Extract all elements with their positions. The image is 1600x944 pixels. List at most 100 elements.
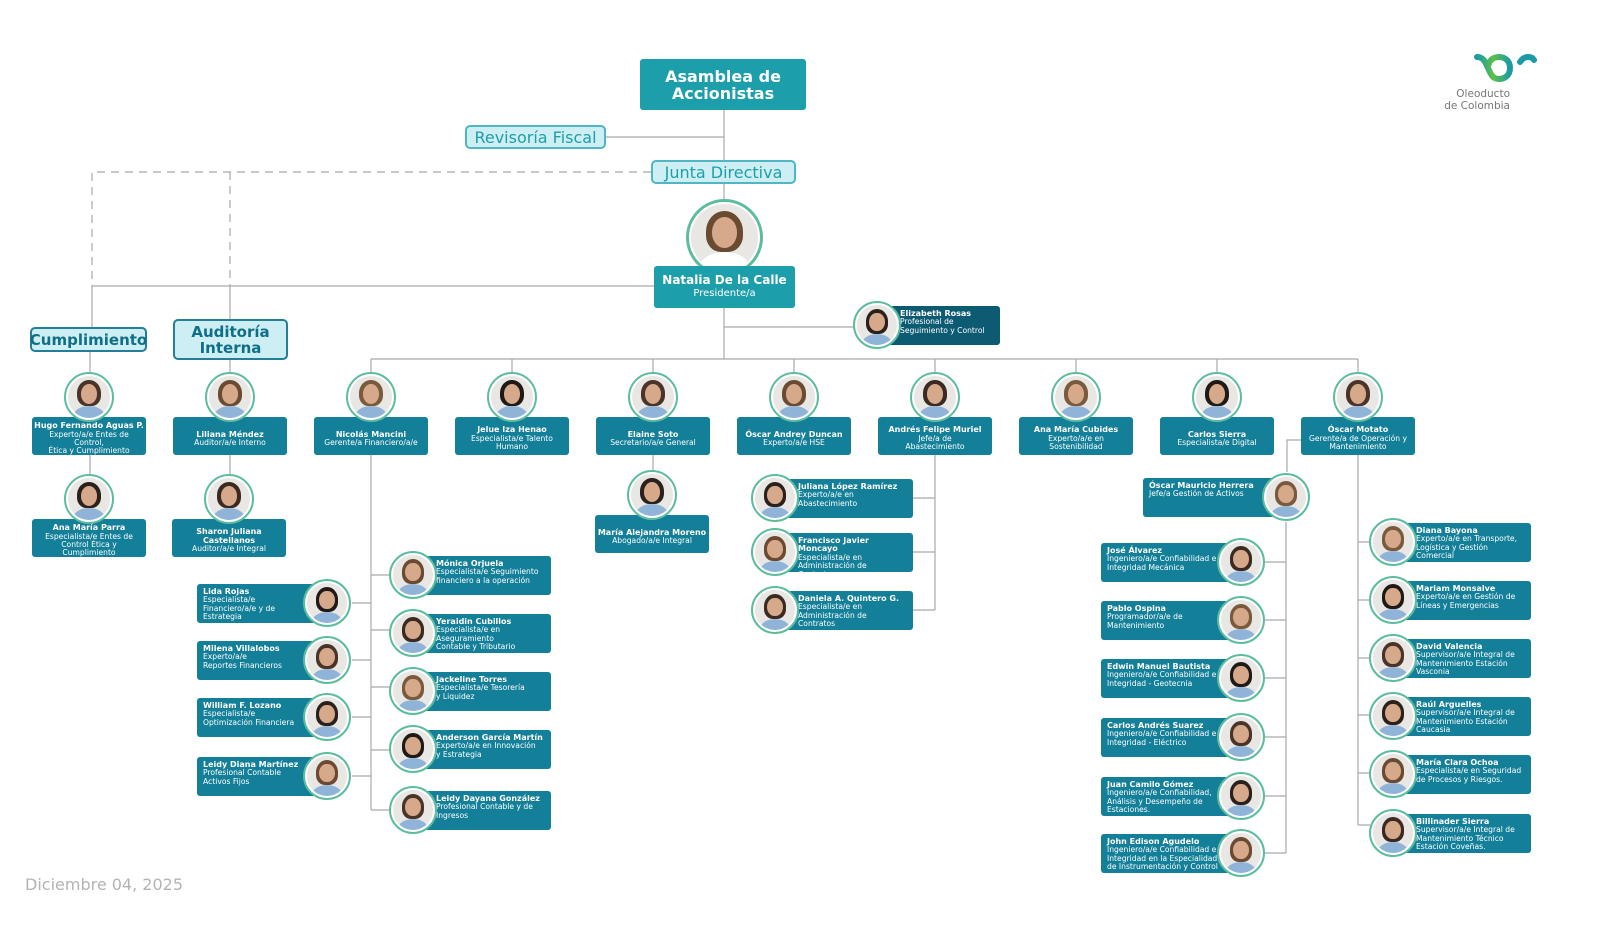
person-photo <box>389 551 437 599</box>
person-role: Auditor/a/e Interno <box>194 438 266 447</box>
person-photo <box>389 667 437 715</box>
person-role: Ingeniero/a/e Confiabilidad e Integridad… <box>1107 554 1217 572</box>
person-name: Óscar Mauricio Herrera <box>1149 481 1254 490</box>
person-name: John Edison Agudelo <box>1107 837 1200 846</box>
person-photo <box>751 474 799 522</box>
person-name: Liliana Méndez <box>196 429 264 439</box>
person-name: José Álvarez <box>1107 546 1163 555</box>
person-photo <box>1333 372 1383 422</box>
person-photo <box>64 474 114 524</box>
person-info-box: Daniela A. Quintero G.Especialista/e en … <box>780 591 913 630</box>
person-name: Leidy Dayana González <box>436 794 540 803</box>
person-name: Billinader Sierra <box>1416 817 1490 826</box>
person-photo <box>1192 372 1242 422</box>
logo-line2: de Colombia <box>1444 100 1510 112</box>
person-photo <box>751 528 799 576</box>
person-role: Gerente/a Financiero/a/e <box>324 438 418 447</box>
person-role: Experto/a/e en Transporte, Logística y G… <box>1416 534 1518 561</box>
person-photo <box>389 725 437 773</box>
person-photo <box>627 470 677 520</box>
person-photo <box>205 372 255 422</box>
person-role: Gerente/a de Operación y Mantenimiento <box>1308 433 1408 452</box>
person-photo <box>769 372 819 422</box>
person-role: Supervisor/a/e Integral de Mantenimiento… <box>1416 650 1515 677</box>
person-name: Anderson García Martín <box>436 733 543 742</box>
person-role: Especialista/e Entes de Control Ética y … <box>45 531 133 558</box>
person-name: Mónica Orjuela <box>436 559 504 568</box>
person-name: Leidy Diana Martínez <box>203 760 299 769</box>
person-role: Profesional de Seguimiento y Control <box>900 317 985 335</box>
cumplimiento-label: Cumplimiento <box>29 330 148 349</box>
person-name: Óscar Andrey Duncan <box>745 429 843 439</box>
person-name: David Valencia <box>1416 642 1483 651</box>
person-role: Especialista/e Digital <box>1177 438 1257 447</box>
person-name: Juan Camilo Gómez <box>1107 780 1194 789</box>
person-photo <box>1217 772 1265 820</box>
person-name: Ana María Parra <box>52 523 126 533</box>
person-photo <box>1217 538 1265 586</box>
person-role: Ingeniero/a/e Confiabilidad e Integridad… <box>1107 670 1217 688</box>
person-role: Abogado/a/e Integral <box>612 536 692 545</box>
person-role: Experto/a/e en Abastecimiento <box>798 490 858 508</box>
person-photo <box>303 752 351 800</box>
person-name: Sharon Juliana Castellanos <box>196 527 262 545</box>
person-name: Elizabeth Rosas <box>900 309 972 318</box>
revisoria-fiscal-box[interactable]: Revisoría Fiscal <box>465 125 606 149</box>
person-role: Experto/a/e Reportes Financieros <box>203 652 282 670</box>
person-photo <box>1217 654 1265 702</box>
person-photo <box>303 636 351 684</box>
asamblea-de-accionistas-box[interactable]: Asamblea de Accionistas <box>640 59 806 110</box>
person-photo <box>628 372 678 422</box>
person-photo <box>346 372 396 422</box>
person-role: Secretario/a/e General <box>610 438 696 447</box>
person-role: Experto/a/e en Sostenibilidad <box>1048 433 1104 452</box>
person-photo <box>1369 809 1417 857</box>
junta-directiva-box[interactable]: Junta Directiva <box>651 160 796 184</box>
person-photo <box>1217 596 1265 644</box>
person-photo <box>204 474 254 524</box>
person-role: Especialista/e en Administración de Cont… <box>798 602 867 629</box>
person-name: Milena Villalobos <box>203 644 280 653</box>
person-name: María Alejandra Moreno <box>597 527 707 537</box>
person-role: Experto/a/e en Gestión de Líneas y Emerg… <box>1416 592 1516 610</box>
cumplimiento-box[interactable]: Cumplimiento <box>30 327 147 352</box>
person-role: Ingeniero/a/e Confiabilidad, Análisis y … <box>1107 788 1212 815</box>
person-name: Francisco Javier Moncayo <box>798 536 869 554</box>
person-photo <box>487 372 537 422</box>
person-photo <box>751 586 799 634</box>
person-role: Profesional Contable Activos Fijos <box>203 768 282 786</box>
person-name: Edwin Manuel Bautista <box>1107 662 1211 671</box>
person-photo <box>303 693 351 741</box>
president-role: Presidente/a <box>693 288 756 299</box>
person-name: Elaine Soto <box>627 429 679 439</box>
person-role: Especialista/e Tesorería y Liquidez <box>436 683 525 701</box>
person-role: Especialista/e Talento Humano <box>471 433 553 452</box>
person-role: Jefe/a Gestión de Activos <box>1149 489 1244 499</box>
person-photo <box>1369 634 1417 682</box>
auditoria-interna-box[interactable]: Auditoría Interna <box>173 319 288 360</box>
person-name: Andrés Felipe Muriel <box>888 425 982 435</box>
company-logo: Oleoducto de Colombia <box>1440 52 1540 112</box>
person-photo <box>1051 372 1101 422</box>
person-name: Jackeline Torres <box>436 675 508 684</box>
